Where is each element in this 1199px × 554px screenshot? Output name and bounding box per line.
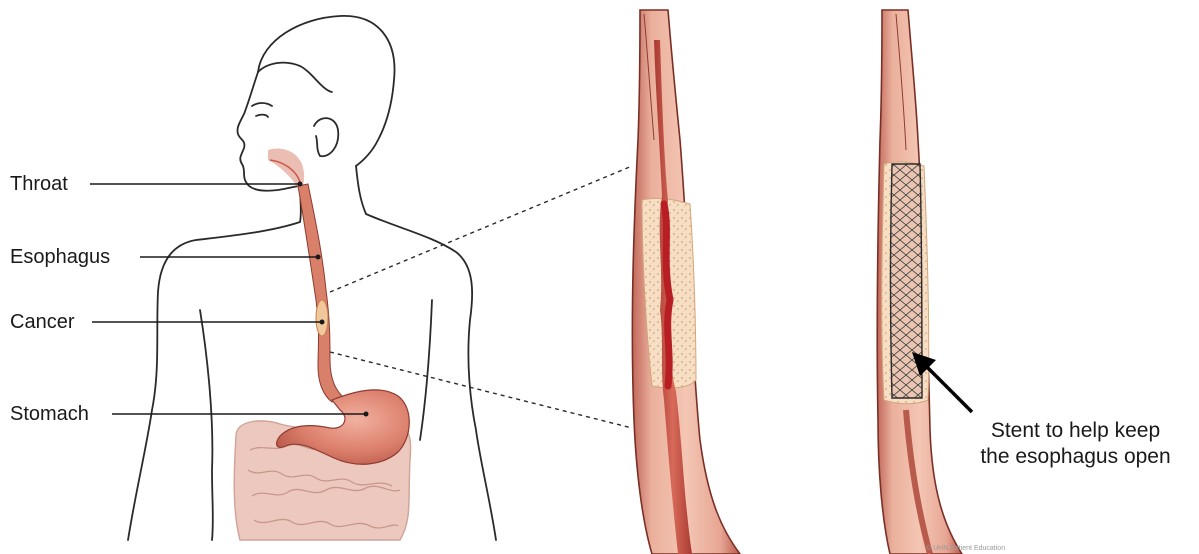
label-throat: Throat (10, 174, 68, 194)
eye (256, 115, 268, 117)
magnified-esophagus-tumor (632, 10, 740, 554)
head-outline (258, 16, 395, 166)
copyright-text: © UHN Patient Education (926, 545, 1005, 552)
neck-back (356, 166, 366, 214)
label-esophagus: Esophagus (10, 247, 110, 267)
eyebrow (252, 103, 272, 106)
stent-caption-line1: Stent to help keep (952, 418, 1199, 444)
esophagus-with-stent (877, 10, 962, 554)
right-arm-inner (420, 300, 432, 440)
label-stomach: Stomach (10, 404, 89, 424)
zoom-lines (330, 166, 632, 428)
body-tumor (316, 300, 328, 336)
ear (314, 118, 338, 156)
hair-line (258, 63, 332, 92)
stent-caption: Stent to help keep the esophagus open (952, 418, 1199, 470)
label-cancer: Cancer (10, 312, 74, 332)
stent-caption-line2: the esophagus open (952, 444, 1199, 470)
left-arm-inner (200, 310, 213, 540)
zoom-line-top (330, 166, 632, 292)
body-esophagus (298, 184, 342, 402)
